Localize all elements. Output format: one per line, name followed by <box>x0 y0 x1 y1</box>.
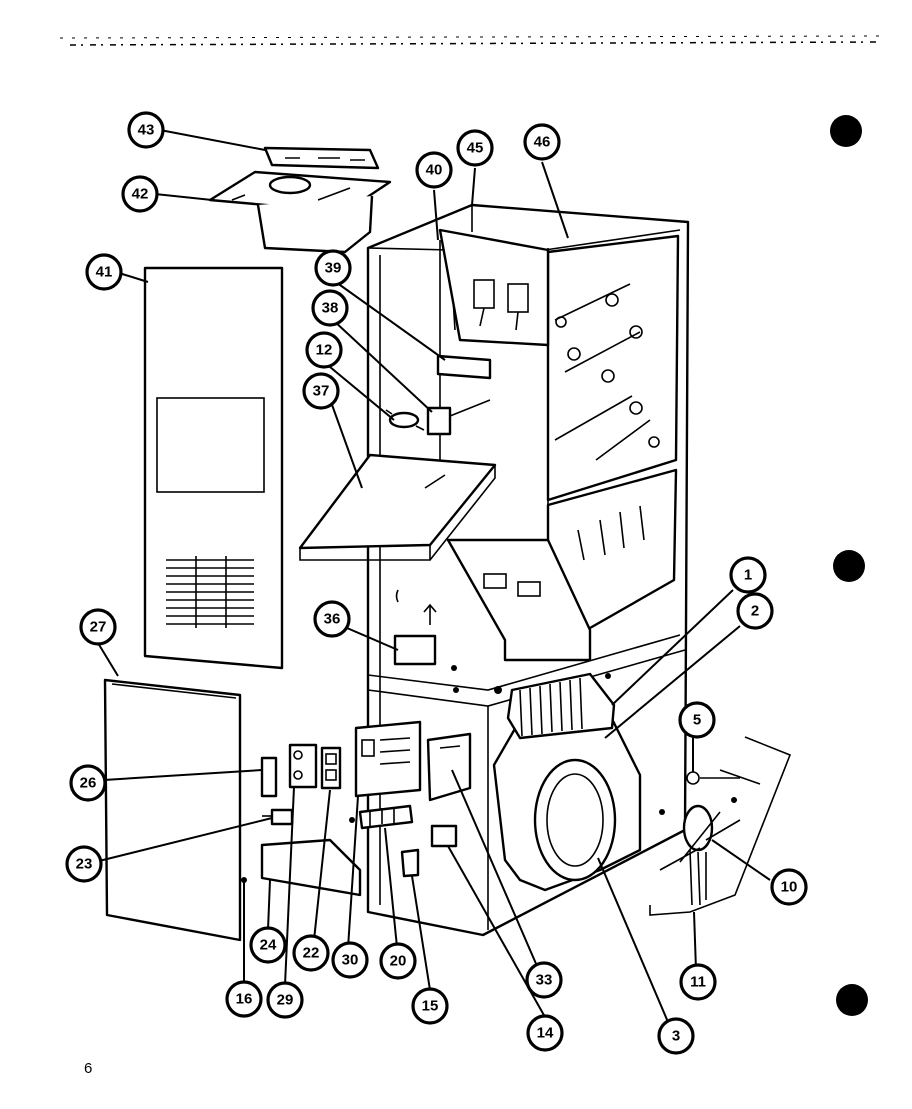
callout-11: 11 <box>679 963 717 1001</box>
callout-46: 46 <box>523 123 561 161</box>
svg-text:33: 33 <box>536 972 553 989</box>
page-number: 6 <box>84 1060 93 1077</box>
part-29-junction-box <box>288 743 318 789</box>
part-24-cover-plate <box>260 838 362 897</box>
callout-30: 30 <box>331 941 369 979</box>
callout-39: 39 <box>314 249 352 287</box>
part-22-door-switch <box>320 746 342 790</box>
binder-hole-top <box>830 115 862 147</box>
svg-text:37: 37 <box>313 383 330 400</box>
callout-36: 36 <box>313 600 351 638</box>
svg-text:38: 38 <box>322 300 339 317</box>
callout-16: 16 <box>225 980 263 1018</box>
callout-22: 22 <box>292 934 330 972</box>
part-30-control-board <box>354 720 422 798</box>
svg-text:15: 15 <box>422 998 439 1015</box>
callout-37: 37 <box>302 372 340 410</box>
svg-text:39: 39 <box>325 260 342 277</box>
callout-5: 5 <box>678 701 716 739</box>
svg-text:1: 1 <box>744 567 752 584</box>
svg-text:36: 36 <box>324 611 341 628</box>
callout-12: 12 <box>305 331 343 369</box>
binder-hole-bottom <box>836 984 868 1016</box>
svg-text:24: 24 <box>260 937 277 954</box>
svg-text:10: 10 <box>781 879 798 896</box>
svg-text:29: 29 <box>277 992 294 1009</box>
callout-27: 27 <box>79 608 117 646</box>
part-36-control-box <box>393 589 437 666</box>
svg-text:2: 2 <box>751 603 759 620</box>
callout-1: 1 <box>729 556 767 594</box>
svg-text:26: 26 <box>80 775 97 792</box>
part-26-label-plate <box>260 756 278 798</box>
part-20-terminal-strip <box>358 804 414 830</box>
callout-3: 3 <box>657 1017 695 1055</box>
part-11-motor-mount-bracket <box>649 736 792 916</box>
part-14-capacitor <box>430 824 458 848</box>
svg-text:11: 11 <box>690 974 706 991</box>
callout-29: 29 <box>266 981 304 1019</box>
svg-text:23: 23 <box>76 856 93 873</box>
callout-42: 42 <box>121 175 159 213</box>
part-3-blower-housing <box>492 713 642 892</box>
svg-text:16: 16 <box>236 991 253 1008</box>
part-43-bracket <box>263 146 380 170</box>
fastener-specks <box>349 665 737 823</box>
callout-23: 23 <box>65 845 103 883</box>
svg-text:30: 30 <box>342 952 359 969</box>
burner-assembly <box>446 468 678 662</box>
part-39-bracket <box>436 354 492 380</box>
part-46-heat-exchanger <box>546 234 680 502</box>
svg-text:43: 43 <box>138 122 155 139</box>
callout-40: 40 <box>415 151 453 189</box>
svg-text:41: 41 <box>96 264 113 281</box>
callout-38: 38 <box>311 289 349 327</box>
top-scan-edge <box>59 35 885 46</box>
callout-14: 14 <box>526 1014 564 1052</box>
part-38-pressure-switch <box>426 399 491 436</box>
svg-text:42: 42 <box>132 186 149 203</box>
part-5-bolt <box>686 769 761 785</box>
part-37-shelf <box>298 453 497 561</box>
svg-text:12: 12 <box>316 342 333 359</box>
svg-text:14: 14 <box>537 1025 554 1042</box>
part-10-motor <box>659 804 741 906</box>
svg-text:5: 5 <box>693 712 701 729</box>
svg-text:45: 45 <box>467 140 484 157</box>
callout-15: 15 <box>411 987 449 1025</box>
callout-10: 10 <box>770 868 808 906</box>
callout-41: 41 <box>85 253 123 291</box>
part-2-blower-wheel <box>506 672 616 740</box>
callout-20: 20 <box>379 942 417 980</box>
svg-text:22: 22 <box>303 945 320 962</box>
part-12-limit-switch <box>385 409 425 431</box>
part-41-upper-door <box>143 266 284 670</box>
svg-text:46: 46 <box>534 134 551 151</box>
callout-26: 26 <box>69 764 107 802</box>
callout-24: 24 <box>249 926 287 964</box>
svg-text:20: 20 <box>390 953 407 970</box>
svg-text:3: 3 <box>672 1028 680 1045</box>
callout-33: 33 <box>525 961 563 999</box>
part-33-transformer-bracket <box>426 732 472 802</box>
svg-text:27: 27 <box>90 619 107 636</box>
part-42-vent-collar <box>208 170 392 254</box>
callout-2: 2 <box>736 592 774 630</box>
part-27-lower-door <box>103 678 242 942</box>
callout-43: 43 <box>127 111 165 149</box>
part-15-clip <box>400 848 420 878</box>
binder-hole-middle <box>833 550 865 582</box>
svg-text:40: 40 <box>426 162 443 179</box>
part-23-plug <box>262 808 294 826</box>
callout-45: 45 <box>456 129 494 167</box>
